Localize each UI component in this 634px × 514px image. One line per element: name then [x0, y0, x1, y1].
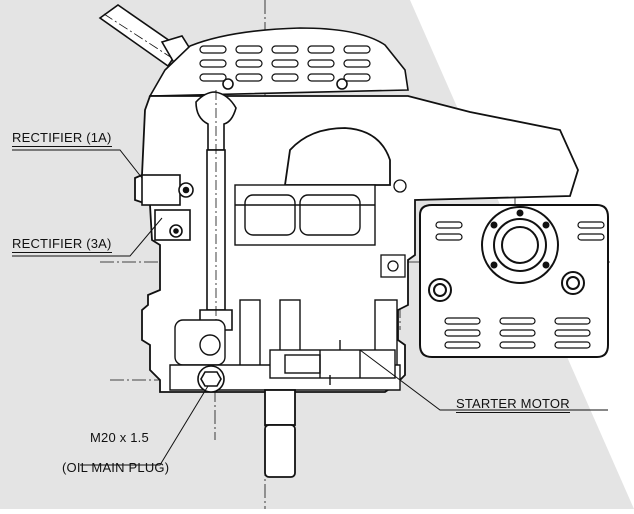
oil-main-plug: [197, 365, 225, 393]
rectifier-1a: [141, 174, 194, 206]
starter-motor: [269, 340, 396, 385]
oil-plug-thread-label: M20 x 1.5: [90, 430, 149, 445]
starter-motor-label: STARTER MOTOR: [456, 396, 570, 413]
front-cover: [419, 204, 609, 358]
rectifier-1a-label: RECTIFIER (1A): [12, 130, 112, 147]
bolts: [380, 179, 407, 278]
crankshaft: [264, 389, 296, 478]
oil-plug-name-label: (OIL MAIN PLUG): [62, 460, 170, 475]
fuel-tank: [234, 184, 376, 246]
rectifier-3a-label: RECTIFIER (3A): [12, 236, 112, 253]
rectifier-3a: [154, 209, 191, 241]
leader-lines: [12, 149, 608, 466]
dipstick: [195, 90, 237, 331]
top-shroud: [148, 27, 409, 97]
